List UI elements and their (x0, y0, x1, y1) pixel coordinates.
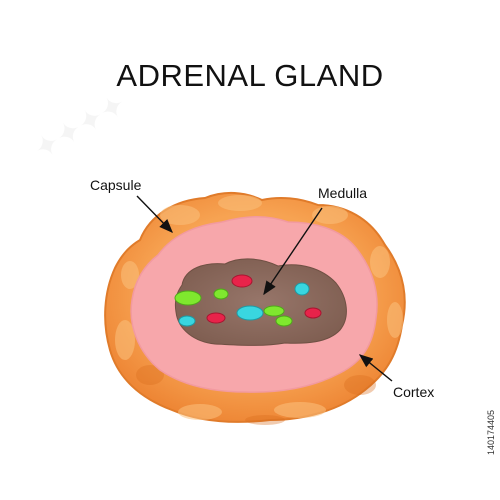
cell-cyan (236, 305, 264, 321)
cortex-arrow (358, 354, 393, 382)
cell-red (206, 312, 226, 324)
label-medulla: Medulla (318, 185, 368, 201)
label-cortex: Cortex (393, 384, 435, 400)
label-capsule: Capsule (90, 177, 142, 193)
cell-green (275, 315, 293, 327)
cell-cyan (178, 315, 196, 327)
capsule-texture (115, 195, 403, 420)
cell-green (174, 290, 202, 306)
medulla-cells (174, 274, 322, 327)
diagram-title: ADRENAL GLAND (116, 58, 384, 93)
cell-red (304, 307, 322, 319)
cell-red (231, 274, 253, 288)
capsule-arrow (136, 195, 173, 234)
cell-green (263, 305, 285, 317)
capsule-shadows (136, 365, 376, 425)
stock-id: 140174405 (486, 409, 496, 455)
cell-green (213, 288, 229, 300)
medulla-arrow (263, 207, 323, 296)
cell-cyan (294, 282, 310, 296)
medulla-core (174, 258, 347, 346)
